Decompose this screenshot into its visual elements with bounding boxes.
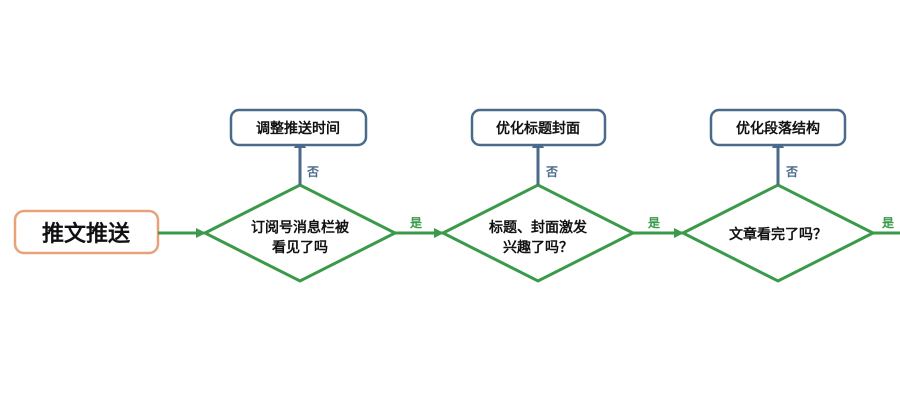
decision-1: 订阅号消息栏被 看见了吗	[201, 183, 399, 283]
decision-2-line1: 标题、封面激发	[488, 219, 588, 236]
action-3: 优化段落结构	[709, 108, 847, 147]
decision-2-line2: 兴趣了吗？	[503, 239, 573, 256]
action-1-label: 调整推送时间	[256, 120, 340, 137]
start-label: 推文推送	[42, 221, 130, 247]
action-2-label: 优化标题封面	[496, 120, 580, 137]
no-label-2: 否	[545, 165, 558, 179]
no-label-1: 否	[306, 165, 319, 179]
action-1: 调整推送时间	[229, 108, 368, 147]
decision-2: 标题、封面激发 兴趣了吗？	[439, 183, 637, 283]
decision-1-line2: 看见了吗	[271, 239, 328, 256]
decision-1-line1: 订阅号消息栏被	[251, 219, 350, 236]
decision-3: 文章看完了吗？	[679, 183, 877, 283]
yes-label-2: 是	[647, 216, 661, 230]
action-2: 优化标题封面	[470, 108, 607, 147]
yes-label-3: 是	[881, 216, 895, 230]
no-label-3: 否	[785, 165, 798, 179]
start-node: 推文推送	[13, 209, 160, 255]
decision-3-line1: 文章看完了吗？	[729, 226, 827, 243]
yes-label-1: 是	[409, 216, 423, 230]
action-3-label: 优化段落结构	[736, 120, 820, 137]
